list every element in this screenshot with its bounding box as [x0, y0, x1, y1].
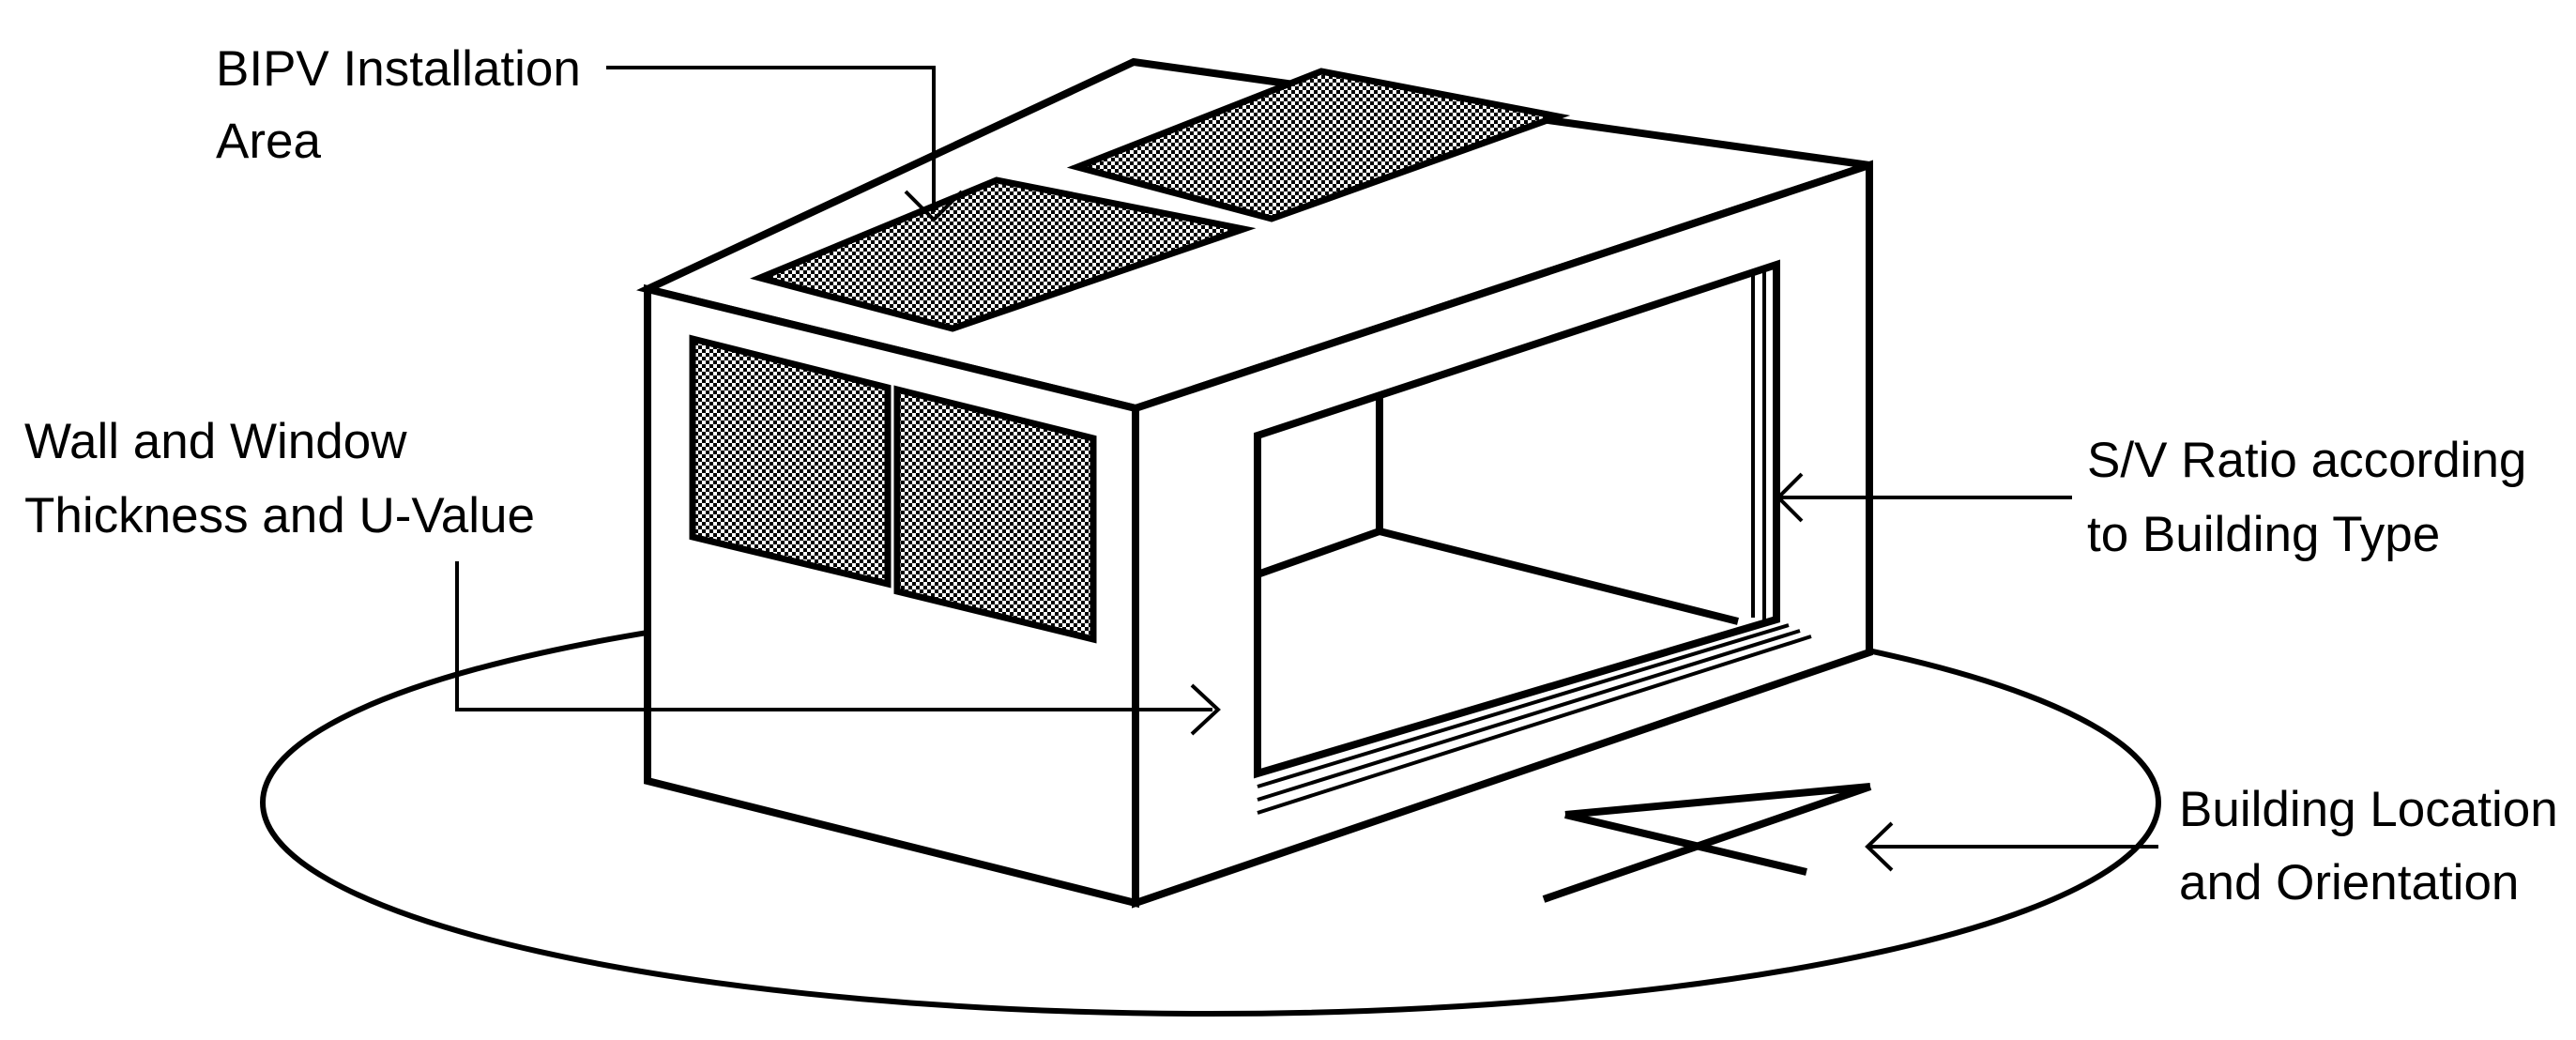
- bipv-leader-arrow: [606, 66, 964, 222]
- sv-label-line2: to Building Type: [2087, 507, 2440, 562]
- location-leader-arrow: [1865, 821, 2158, 872]
- wall-leader-arrow: [455, 561, 1221, 736]
- building-front-wall: [1132, 160, 1873, 909]
- location-label-line2: and Orientation: [2179, 855, 2519, 910]
- location-label-line1: Building Location: [2179, 782, 2558, 837]
- orientation-symbol: [1542, 783, 1872, 903]
- wall-label-line2: Thickness and U-Value: [24, 488, 535, 543]
- wall-pv-panel-2: [893, 385, 1097, 644]
- front-opening: [1254, 259, 1780, 779]
- wall-label-line1: Wall and Window: [24, 414, 407, 469]
- sv-leader-arrow: [1776, 472, 2072, 523]
- sv-label-line1: S/V Ratio according: [2087, 433, 2526, 488]
- opening-interior: [1256, 394, 1739, 625]
- roof-pv-panel-1: [750, 176, 1257, 332]
- opening-frame-lines: [1257, 269, 1812, 815]
- wall-pv-panel-1: [689, 334, 892, 589]
- bipv-label-line1: BIPV Installation: [216, 41, 581, 97]
- bipv-label-line2: Area: [216, 114, 321, 169]
- roof-pv-panel-2: [1066, 68, 1571, 222]
